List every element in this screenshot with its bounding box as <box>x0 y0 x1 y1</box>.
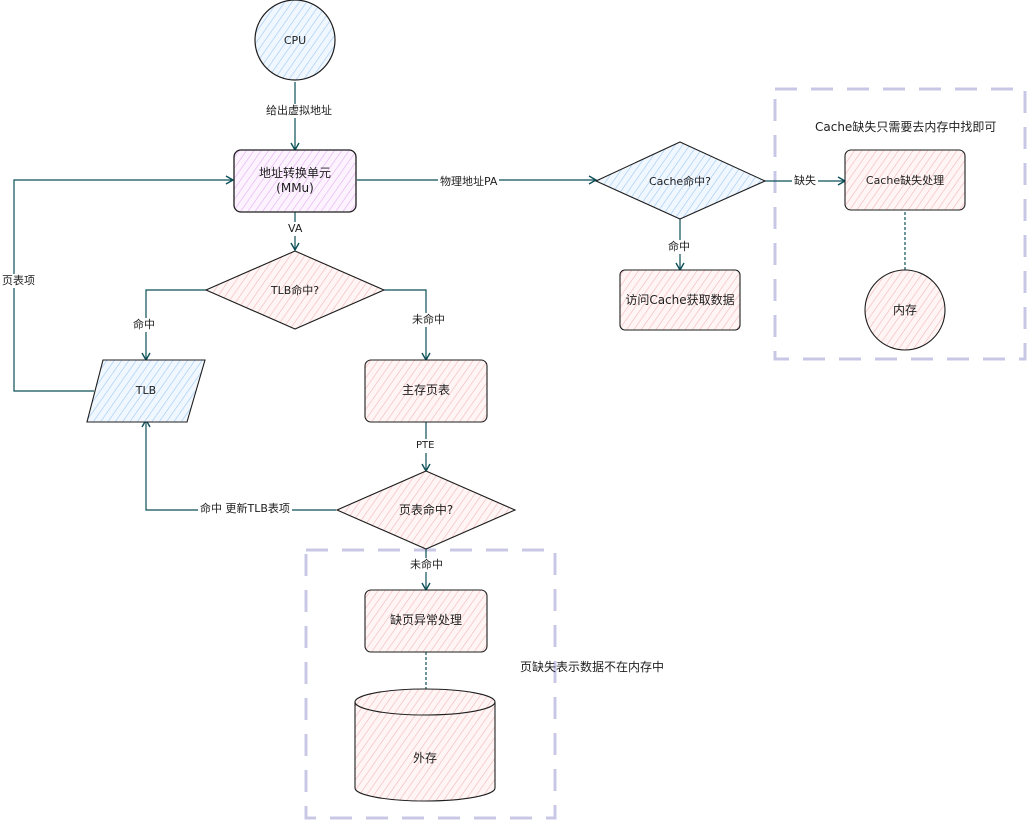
edge-label-page-table-entry: 页表项 <box>0 274 37 288</box>
external-storage-label: 外存 <box>412 750 437 765</box>
mmu-label-line2: (MMu) <box>276 181 314 195</box>
edge-label-cache-miss: 缺失 <box>792 174 818 188</box>
tlb-hit-decision-node <box>204 250 386 330</box>
edge-label-give-virtual-address: 给出虚拟地址 <box>264 104 334 118</box>
page-fault-note: 页缺失表示数据不在内存中 <box>520 660 665 674</box>
tlb-label: TLB <box>135 383 157 397</box>
memory-node <box>864 269 946 351</box>
cache-miss-group-frame <box>773 87 1027 361</box>
cache-miss-handler-node <box>844 149 966 211</box>
edge-label-miss-right: 未命中 <box>410 313 447 327</box>
access-cache-node <box>619 269 741 331</box>
cache-miss-handler-label: Cache缺失处理 <box>865 173 945 187</box>
tlb-hit-decision-label: TLB命中? <box>270 283 320 297</box>
edge-page-hit-to-tlb <box>141 418 336 511</box>
memory-label: 内存 <box>892 302 917 317</box>
edge-label-cache-hit: 命中 <box>666 240 692 254</box>
edge-label-va: VA <box>286 222 305 236</box>
cpu-label: CPU <box>283 33 307 47</box>
edge-decision-to-main-page-table <box>383 289 431 362</box>
page-table-hit-decision-label: 页表命中? <box>398 502 454 517</box>
mmu-label-line1: 地址转换单元 <box>258 166 331 180</box>
cache-hit-decision-node <box>594 141 767 220</box>
tlb-node <box>86 359 206 423</box>
main-page-table-node <box>364 359 488 423</box>
page-fault-handler-node <box>364 589 488 653</box>
cpu-node <box>254 0 336 81</box>
mmu-node <box>233 149 357 213</box>
mmu-label: 地址转换单元 (MMu) <box>234 160 356 202</box>
cache-hit-decision-label: Cache命中? <box>648 174 712 188</box>
edge-label-hit-left: 命中 <box>131 318 157 332</box>
edge-label-pte: PTE <box>414 439 437 453</box>
edge-label-hit-update-tlb: 命中 更新TLB表项 <box>198 502 292 516</box>
page-fault-group-frame <box>304 548 557 820</box>
main-page-table-label: 主存页表 <box>401 382 450 397</box>
page-table-hit-decision-node <box>335 470 517 550</box>
cache-miss-note: Cache缺失只需要去内存中找即可 <box>815 120 997 134</box>
edge-decision-to-tlb <box>141 289 207 362</box>
edge-tlb-to-mmu <box>13 175 235 392</box>
access-cache-label: 访问Cache获取数据 <box>625 292 735 307</box>
edge-label-miss-bottom: 未命中 <box>408 558 445 572</box>
edge-label-physical-address: 物理地址PA <box>438 175 500 189</box>
external-storage-node <box>354 688 496 802</box>
page-fault-handler-label: 缺页异常处理 <box>389 612 462 627</box>
